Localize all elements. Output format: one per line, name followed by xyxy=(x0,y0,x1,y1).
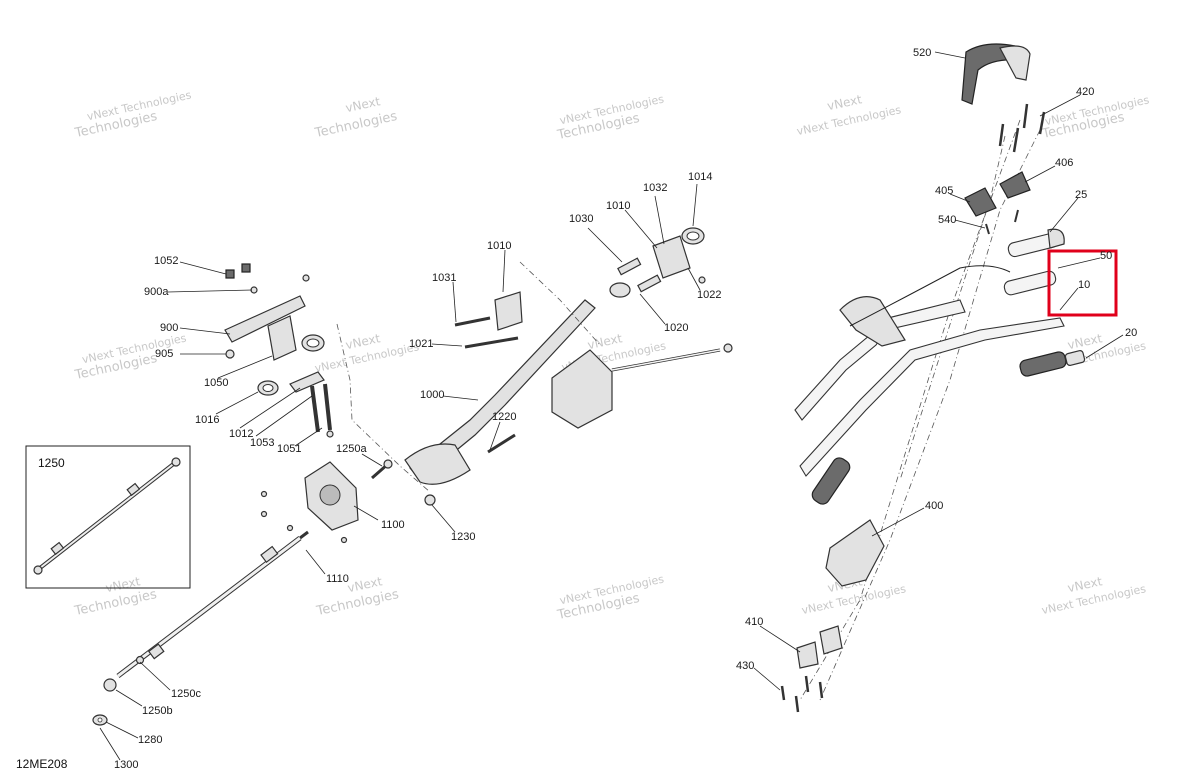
callout-900: 900 xyxy=(160,322,178,334)
callout-labels: 520 420 406 405 25 540 50 10 20 400 410 … xyxy=(16,47,1137,771)
callout-905: 905 xyxy=(155,348,173,360)
callout-1300: 1300 xyxy=(114,759,138,771)
callout-25: 25 xyxy=(1075,189,1087,201)
steering-column xyxy=(404,227,733,506)
callout-1030: 1030 xyxy=(569,213,593,225)
callout-1032: 1032 xyxy=(643,182,667,194)
gearbox-1100 xyxy=(260,459,393,544)
handlebar-assembly xyxy=(780,43,1086,713)
callout-10: 10 xyxy=(1078,279,1090,291)
callout-1000: 1000 xyxy=(420,389,444,401)
callout-1220: 1220 xyxy=(492,411,516,423)
tie-rod-assembly xyxy=(92,530,309,726)
callout-1250c: 1250c xyxy=(171,688,201,700)
callout-400: 400 xyxy=(925,500,943,512)
watermark-text: Technologies xyxy=(313,109,399,141)
assembly-lines xyxy=(336,119,1041,701)
callout-1010: 1010 xyxy=(487,240,511,252)
inset-label: 1250 xyxy=(38,456,65,470)
callout-1031: 1031 xyxy=(432,272,456,284)
watermark-text: vNext xyxy=(344,94,381,115)
callout-1012: 1012 xyxy=(229,428,253,440)
highlight-box xyxy=(1047,249,1118,317)
callout-50: 50 xyxy=(1100,250,1112,262)
callout-1010: 1010 xyxy=(606,200,630,212)
callout-430: 430 xyxy=(736,660,754,672)
callout-1022: 1022 xyxy=(697,289,721,301)
callout-520: 520 xyxy=(913,47,931,59)
callout-1280: 1280 xyxy=(138,734,162,746)
callout-1050: 1050 xyxy=(204,377,228,389)
callout-1110: 1110 xyxy=(326,573,349,585)
callout-1021: 1021 xyxy=(409,338,433,350)
callout-405: 405 xyxy=(935,185,953,197)
callout-900a: 900a xyxy=(144,286,169,298)
watermark-text: vNext xyxy=(826,92,863,113)
callout-1250a: 1250a xyxy=(336,443,367,455)
callout-1100: 1100 xyxy=(381,519,405,531)
leader-lines xyxy=(99,51,1124,761)
callout-406: 406 xyxy=(1055,157,1073,169)
callout-540: 540 xyxy=(938,214,956,226)
callout-410: 410 xyxy=(745,616,763,628)
callout-1016: 1016 xyxy=(195,414,219,426)
callout-1052: 1052 xyxy=(154,255,178,267)
callout-20: 20 xyxy=(1125,327,1137,339)
callout-1230: 1230 xyxy=(451,531,475,543)
callout-1250b: 1250b xyxy=(142,705,173,717)
callout-1020: 1020 xyxy=(664,322,688,334)
callout-1051: 1051 xyxy=(277,443,301,455)
diagram-code: 12ME208 xyxy=(16,757,68,771)
callout-420: 420 xyxy=(1076,86,1094,98)
inset-tie-rod-1250: 1250 xyxy=(25,445,191,589)
callout-1014: 1014 xyxy=(688,171,712,183)
callout-1053: 1053 xyxy=(250,437,274,449)
left-bracket-assembly xyxy=(224,263,334,438)
